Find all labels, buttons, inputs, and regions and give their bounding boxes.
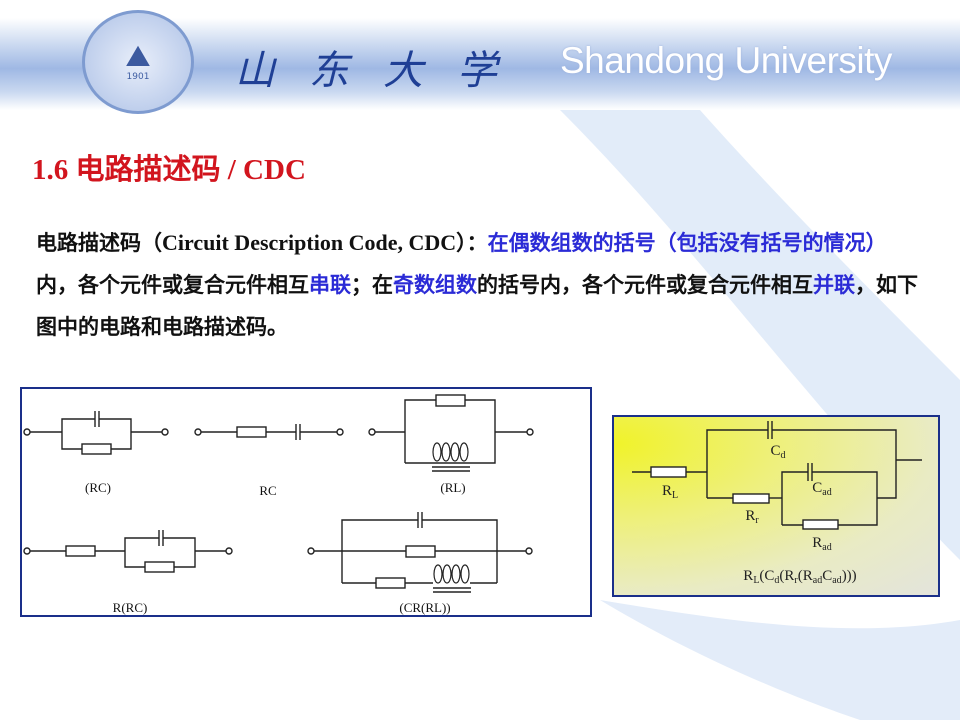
paragraph-text: 电路描述码（ — [36, 231, 162, 255]
paragraph-text: 内，各个元件或复合元件相互 — [36, 273, 309, 297]
label-rl: RL — [662, 483, 678, 501]
label-r-rc: R(RC) — [113, 600, 148, 615]
label-rc-series: RC — [259, 483, 276, 498]
paragraph-text: Circuit Description Code, CDC — [162, 230, 457, 255]
highlighted-text: 并联 — [813, 273, 855, 297]
label-rad: Rad — [812, 535, 831, 553]
circuit-rc-series: RC — [194, 424, 344, 498]
label-cad: Cad — [812, 480, 831, 498]
circuit-r-rc: R(RC) — [23, 530, 233, 615]
paragraph-text: ）： — [456, 231, 488, 255]
university-seal-logo: ⛰ 1901 — [82, 10, 194, 114]
example-formula: RL(Cd(Rr(RadCad))) — [743, 568, 856, 586]
seal-year: 1901 — [126, 72, 150, 82]
circuit-rc-parallel: (RC) — [23, 411, 169, 495]
paragraph-text: 的括号内，各个元件或复合元件相互 — [477, 273, 813, 297]
university-name-chinese: 山东大学 — [235, 48, 531, 94]
paragraph-text: ；在 — [351, 273, 393, 297]
university-name-english: Shandong University — [560, 40, 892, 81]
highlighted-text: 奇数组数 — [393, 273, 477, 297]
paragraph-text: ，如下图中的电路和电路描述码。 — [36, 273, 918, 339]
label-rc-parallel: (RC) — [85, 480, 111, 495]
circuit-cr-rl: (CR(RL)) — [307, 512, 533, 615]
definition-paragraph: 电路描述码（Circuit Description Code, CDC）：在偶数… — [36, 222, 926, 348]
circuit-example: RL Cd Rr Cad Rad RL(Cd(Rr(RadCad))) — [632, 421, 922, 586]
label-rl-parallel: (RL) — [440, 480, 465, 495]
label-rr: Rr — [745, 508, 759, 526]
highlighted-text: 串联 — [309, 273, 351, 297]
resistor — [81, 443, 112, 455]
mountain-icon: ⛰ — [125, 39, 151, 74]
slide-title: 1.6 电路描述码 / CDC — [32, 154, 306, 186]
label-cr-rl: (CR(RL)) — [399, 600, 450, 615]
complex-circuit-panel — [612, 415, 940, 597]
label-cd: Cd — [770, 443, 785, 461]
highlighted-text: 在偶数组数的括号（包括没有括号的情况） — [487, 231, 887, 255]
circuit-rl-parallel: (RL) — [368, 394, 534, 495]
